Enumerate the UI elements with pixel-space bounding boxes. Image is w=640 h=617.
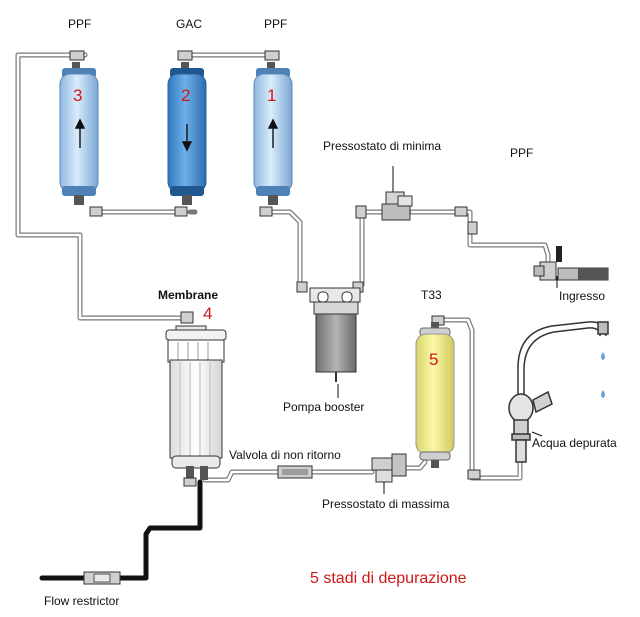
label-valvola: Valvola di non ritorno [229, 448, 341, 462]
label-flow-restrictor: Flow restrictor [44, 594, 120, 608]
label-ppf-left: PPF [68, 17, 92, 31]
arrow-down-icon [181, 124, 193, 152]
label-pompa-booster: Pompa booster [283, 400, 365, 414]
pipe-network [15, 52, 551, 581]
pressure-switch-minimum [381, 166, 413, 221]
booster-pump [309, 287, 361, 382]
arrow-up-icon [74, 118, 86, 148]
membrane-housing [165, 325, 227, 487]
stage-number-4: 4 [203, 304, 213, 323]
label-ppf-right: PPF [264, 17, 288, 31]
check-valve [277, 465, 313, 479]
filter-ppf-stage3 [59, 62, 99, 205]
stage-number-1: 1 [267, 86, 277, 105]
label-pressostato-minima: Pressostato di minima [323, 139, 442, 153]
label-gac: GAC [176, 17, 203, 31]
label-acqua-depurata: Acqua depurata [532, 436, 617, 450]
flow-restrictor [83, 571, 121, 585]
diagram-title: 5 stadi di depurazione [310, 570, 467, 587]
stage-number-5: 5 [429, 350, 439, 369]
water-drops [601, 352, 605, 398]
label-t33: T33 [421, 288, 442, 302]
label-pressostato-massima: Pressostato di massima [322, 497, 450, 511]
faucet [508, 321, 609, 463]
inlet-valve [533, 246, 609, 281]
label-ingresso: Ingresso [559, 289, 606, 303]
label-membrane: Membrane [158, 288, 219, 302]
fittings [69, 50, 481, 480]
arrow-up-icon [267, 118, 279, 148]
drain-pipe [39, 479, 203, 581]
stage-number-3: 3 [73, 86, 83, 105]
pressure-switch-maximum [371, 453, 407, 494]
filter-t33-stage5 [415, 322, 455, 468]
stage-number-2: 2 [181, 86, 191, 105]
leader-lines [337, 276, 558, 437]
label-ppf-inlet: PPF [510, 146, 534, 160]
